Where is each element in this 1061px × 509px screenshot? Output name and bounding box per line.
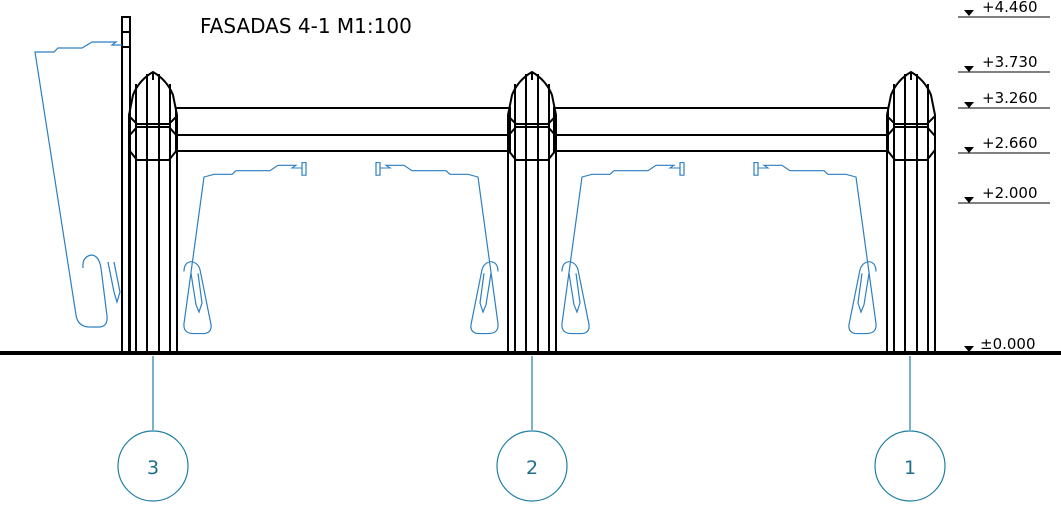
level-marker: ±0.000 bbox=[964, 335, 1036, 353]
gate-right-bay-1 bbox=[375, 162, 499, 335]
post-axis-1 bbox=[886, 71, 936, 354]
level-marker: +3.730 bbox=[958, 53, 1050, 73]
flag-pole bbox=[34, 16, 131, 354]
gate-left-bay-1 bbox=[183, 162, 307, 335]
axis-3: 3 bbox=[117, 356, 189, 502]
axis-label: 2 bbox=[526, 457, 538, 479]
level-markers: +4.460 +3.730 +3.260 +2.660 +2.000 ±0.00… bbox=[958, 0, 1050, 353]
axis-label: 1 bbox=[904, 457, 916, 479]
level-marker: +2.660 bbox=[958, 134, 1050, 154]
level-value: +4.460 bbox=[982, 0, 1038, 16]
axis-2: 2 bbox=[496, 356, 568, 502]
gate-right-bay-2 bbox=[753, 162, 877, 335]
level-marker: +3.260 bbox=[958, 89, 1050, 109]
axis-1: 1 bbox=[874, 356, 946, 502]
level-value: ±0.000 bbox=[980, 335, 1036, 353]
level-marker: +4.460 bbox=[958, 0, 1050, 18]
post-axis-2 bbox=[507, 71, 557, 354]
level-value: +2.000 bbox=[982, 184, 1038, 202]
level-marker: +2.000 bbox=[958, 184, 1050, 204]
drawing-title: FASADAS 4-1 M1:100 bbox=[200, 14, 412, 38]
beams bbox=[175, 107, 889, 152]
axis-label: 3 bbox=[147, 457, 159, 479]
level-value: +3.260 bbox=[982, 89, 1038, 107]
gate-left-bay-2 bbox=[561, 162, 685, 335]
level-value: +3.730 bbox=[982, 53, 1038, 71]
post-axis-3 bbox=[128, 71, 178, 354]
level-value: +2.660 bbox=[982, 134, 1038, 152]
